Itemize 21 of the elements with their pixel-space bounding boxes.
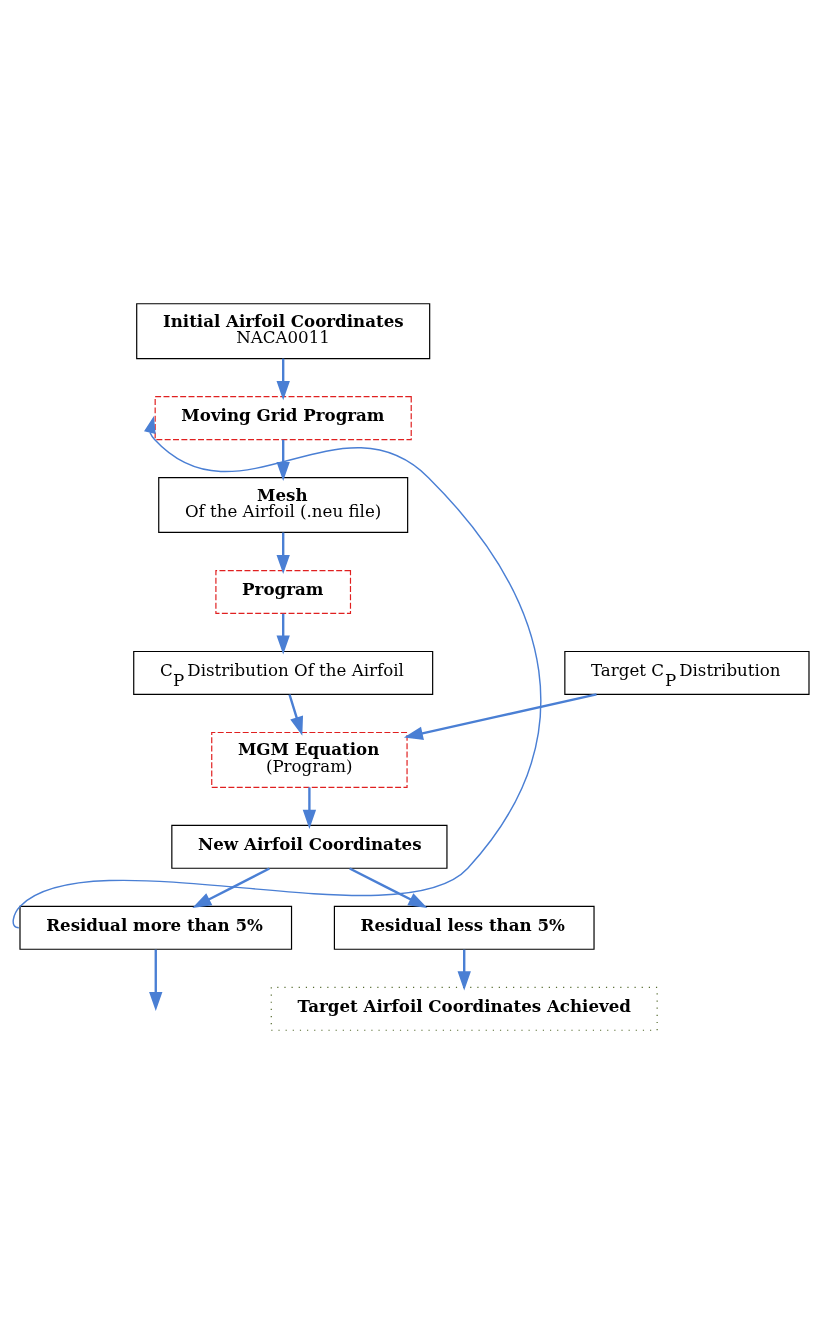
arrow bbox=[457, 949, 471, 991]
node-box: Target Airfoil Coordinates Achieved bbox=[270, 986, 658, 1031]
node-box: Moving Grid Program bbox=[154, 396, 412, 441]
arrow bbox=[276, 358, 290, 401]
arrow bbox=[288, 694, 304, 736]
arrow bbox=[403, 693, 597, 740]
arrow bbox=[276, 532, 290, 574]
arrow bbox=[149, 949, 163, 1012]
arrow bbox=[276, 439, 290, 482]
arrow bbox=[12, 416, 542, 929]
arrow bbox=[302, 787, 317, 829]
node-box: Program bbox=[215, 569, 352, 614]
node-box: Residual less than 5% bbox=[333, 905, 595, 950]
node-box: New Airfoil Coordinates bbox=[171, 824, 448, 869]
arrow bbox=[192, 867, 270, 908]
node-box: Initial Airfoil Coordinates NACA0011 bbox=[136, 303, 431, 360]
arrow bbox=[276, 613, 290, 655]
node-box: Mesh Of the Airfoil (.neu file) bbox=[158, 477, 409, 533]
arrow bbox=[349, 867, 428, 908]
node-box: Residual more than 5% bbox=[19, 905, 293, 950]
node-box: MGM Equation (Program) bbox=[211, 731, 408, 788]
